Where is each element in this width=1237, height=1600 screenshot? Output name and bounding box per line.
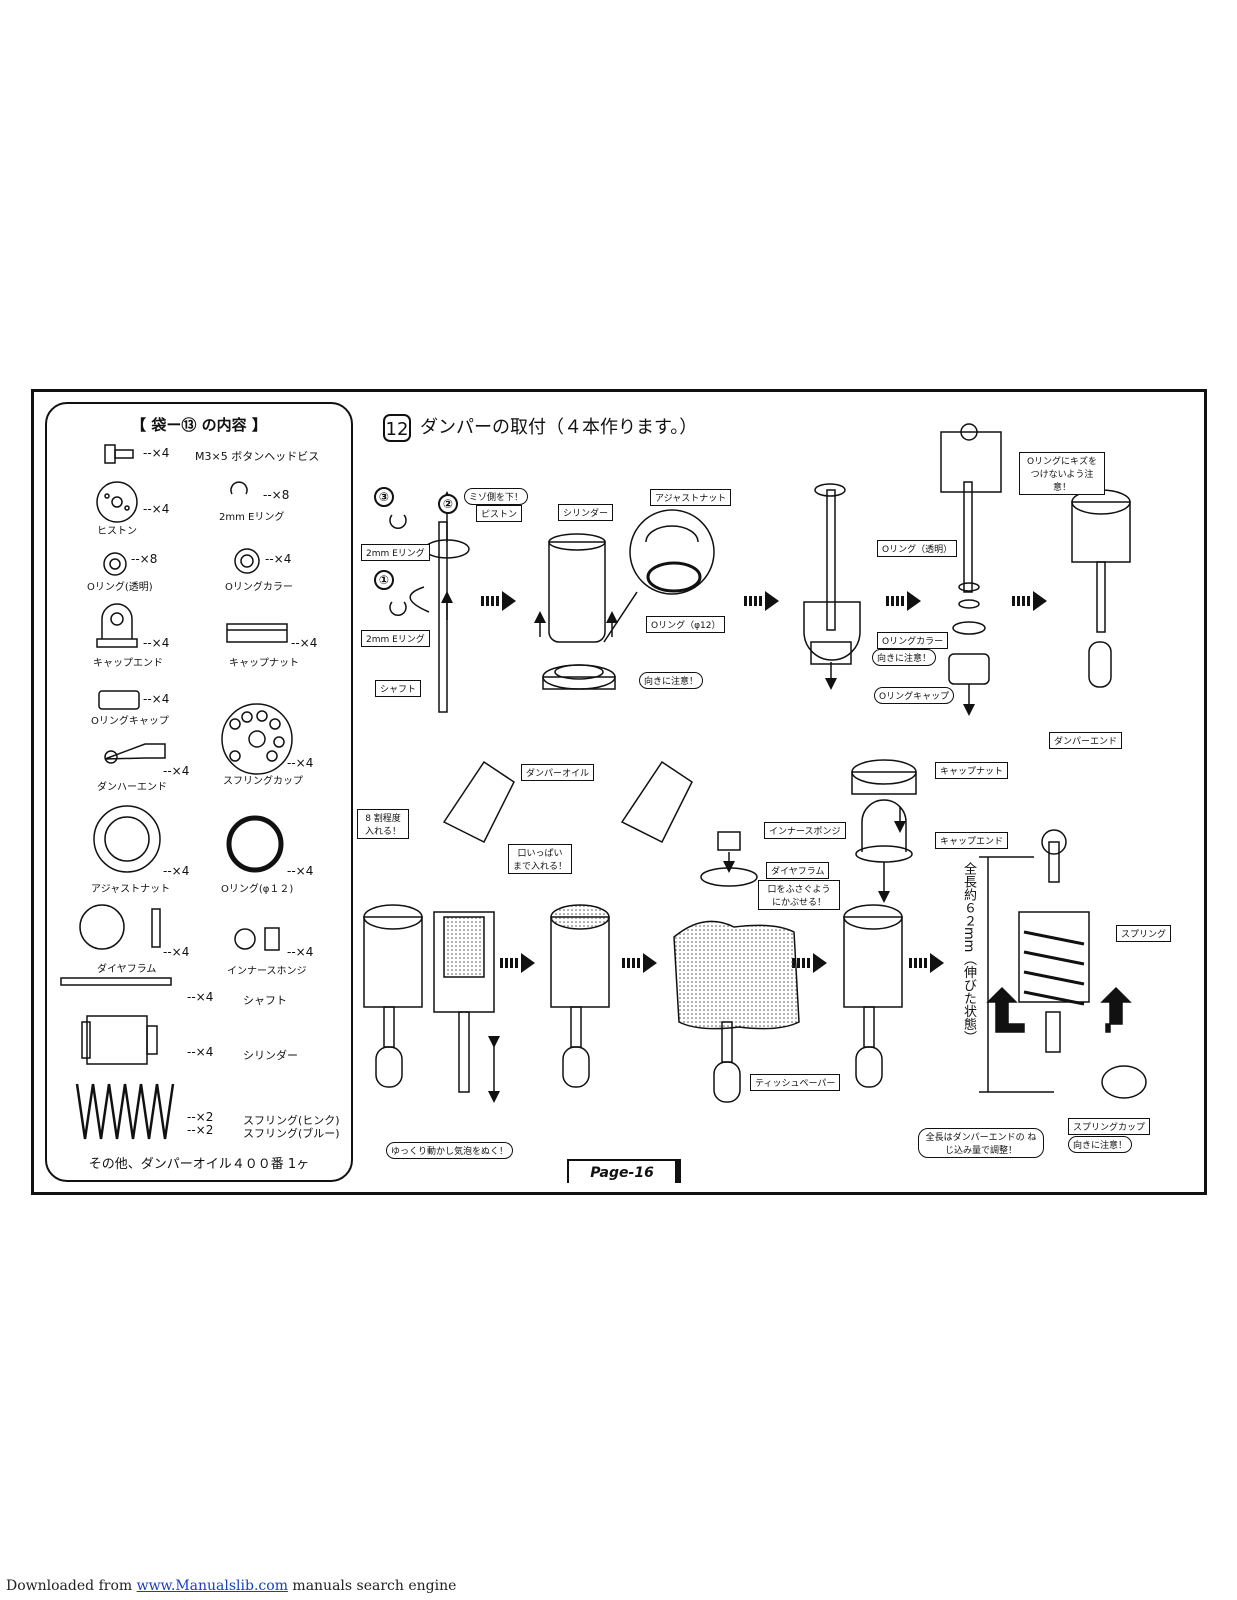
callout-cover-mouth: 口をふさぐよう にかぶせる！ <box>758 880 840 910</box>
callout-diaphragm: ダイヤフラム <box>766 862 830 879</box>
callout-oring-note: Oリングにキズを つけないよう注意！ <box>1019 452 1105 495</box>
qty-oring-12: --×4 <box>287 864 314 878</box>
callout-spring-cup: スプリングカップ <box>1068 1118 1151 1135</box>
label-oring-cap: Oリングキャップ <box>91 716 169 727</box>
qty-ering: --×8 <box>263 488 290 502</box>
credit-suffix: manuals search engine <box>287 1578 457 1594</box>
manualslib-link[interactable]: www.Manualslib.com <box>136 1578 288 1594</box>
label-piston: ヒストン <box>97 526 137 537</box>
callout-spring: スプリング <box>1116 925 1172 942</box>
page-number: Page-16 <box>567 1159 677 1183</box>
callout-cap-nut: キャップナット <box>935 762 1009 779</box>
step-number: 12 <box>383 414 411 442</box>
callout-adjust-nut: アジャストナット <box>650 489 732 506</box>
label-damper-end: ダンハーエンド <box>97 782 167 793</box>
qty-spring-pink: --×2 <box>187 1110 214 1124</box>
callout-shaft: シャフト <box>375 680 422 697</box>
parts-list-title: 【 袋ー⑬ の内容 】 <box>131 416 267 434</box>
label-diaphragm: ダイヤフラム <box>97 964 157 975</box>
callout-oring-cap: Oリングキャップ <box>874 687 955 704</box>
label-shaft: シャフト <box>243 994 287 1007</box>
callout-cap-end: キャップエンド <box>935 832 1009 849</box>
callout-direction-2: 向きに注意！ <box>872 649 937 666</box>
qty-inner-sponge: --×4 <box>287 945 314 959</box>
qty-cap-nut: --×4 <box>291 636 318 650</box>
label-adjust-nut: アジャストナット <box>91 884 171 895</box>
parts-list-box: 【 袋ー⑬ の内容 】 <box>45 402 353 1182</box>
label-oring-clear: Oリング(透明) <box>87 582 153 593</box>
qty-cap-end: --×4 <box>143 636 170 650</box>
qty-spring-blue: --×2 <box>187 1123 214 1137</box>
callout-damper-oil: ダンパーオイル <box>521 764 595 781</box>
callout-piston: ピストン <box>476 505 523 522</box>
credit-prefix: Downloaded from <box>6 1578 137 1594</box>
callout-fill-80: 8 割程度 入れる！ <box>357 809 409 839</box>
label-spring-pink: スフリング(ヒンク) <box>243 1114 340 1127</box>
label-inner-sponge: インナースホンジ <box>227 966 307 977</box>
callout-inner-sponge: インナースポンジ <box>764 822 846 839</box>
label-screw: M3×5 ボタンヘッドビス <box>195 450 320 463</box>
callout-total-length: 全長約６２mm（伸びた状態） <box>961 862 976 1044</box>
callout-bubbles: ゆっくり動かし気泡をぬく！ <box>386 1142 514 1159</box>
qty-shaft: --×4 <box>187 990 214 1004</box>
step-marker-1: ① <box>374 570 394 590</box>
qty-diaphragm: --×4 <box>163 945 190 959</box>
qty-screw: --×4 <box>143 446 170 460</box>
qty-adjust-nut: --×4 <box>163 864 190 878</box>
label-ering: 2mm Eリング <box>219 512 285 523</box>
callout-oring12: Oリング（φ12） <box>646 616 726 633</box>
callout-mizo: ミゾ側を下！ <box>464 488 529 505</box>
qty-spring-cup: --×4 <box>287 756 314 770</box>
qty-piston: --×4 <box>143 502 170 516</box>
callout-direction-1: 向きに注意！ <box>639 672 704 689</box>
callout-tissue: ティッシュペーパー <box>750 1074 841 1091</box>
qty-oring-clear: --×8 <box>131 552 158 566</box>
label-oring-collar: Oリングカラー <box>225 582 293 593</box>
callout-oring-clear: Oリング（透明） <box>877 540 958 557</box>
label-cylinder: シリンダー <box>243 1049 298 1062</box>
step-title: ダンパーの取付（４本作ります。） <box>420 417 698 438</box>
assembly-illustrations <box>363 423 1147 1103</box>
qty-damper-end: --×4 <box>163 764 190 778</box>
qty-cylinder: --×4 <box>187 1045 214 1059</box>
label-oring-12: Oリング(φ１２) <box>221 884 294 895</box>
qty-oring-cap: --×4 <box>143 692 170 706</box>
download-credit: Downloaded from www.Manualslib.com manua… <box>6 1578 456 1594</box>
callout-cylinder: シリンダー <box>558 504 614 521</box>
parts-illustrations <box>60 444 293 1140</box>
callout-fill-full: 口いっぱい まで入れる！ <box>508 844 572 874</box>
label-spring-blue: スフリング(ブルー) <box>243 1127 340 1140</box>
step-marker-3: ③ <box>374 487 394 507</box>
label-spring-cup: スフリングカップ <box>223 776 303 787</box>
callout-oring-collar: Oリングカラー <box>877 632 949 649</box>
callout-direction-3: 向きに注意！ <box>1068 1136 1133 1153</box>
parts-footer-note: その他、ダンパーオイル４００番 1ヶ <box>88 1157 310 1172</box>
callout-ering-a: 2mm Eリング <box>361 544 430 561</box>
step-marker-2: ② <box>438 494 458 514</box>
label-cap-end: キャップエンド <box>93 658 163 669</box>
callout-damper-end: ダンパーエンド <box>1049 732 1123 749</box>
callout-ering-b: 2mm Eリング <box>361 630 430 647</box>
callout-adjust-length: 全長はダンパーエンドの ねじ込み量で調整！ <box>918 1128 1044 1158</box>
manual-page-frame: 【 袋ー⑬ の内容 】 <box>31 389 1207 1195</box>
label-cap-nut: キャップナット <box>229 658 299 669</box>
qty-oring-collar: --×4 <box>265 552 292 566</box>
